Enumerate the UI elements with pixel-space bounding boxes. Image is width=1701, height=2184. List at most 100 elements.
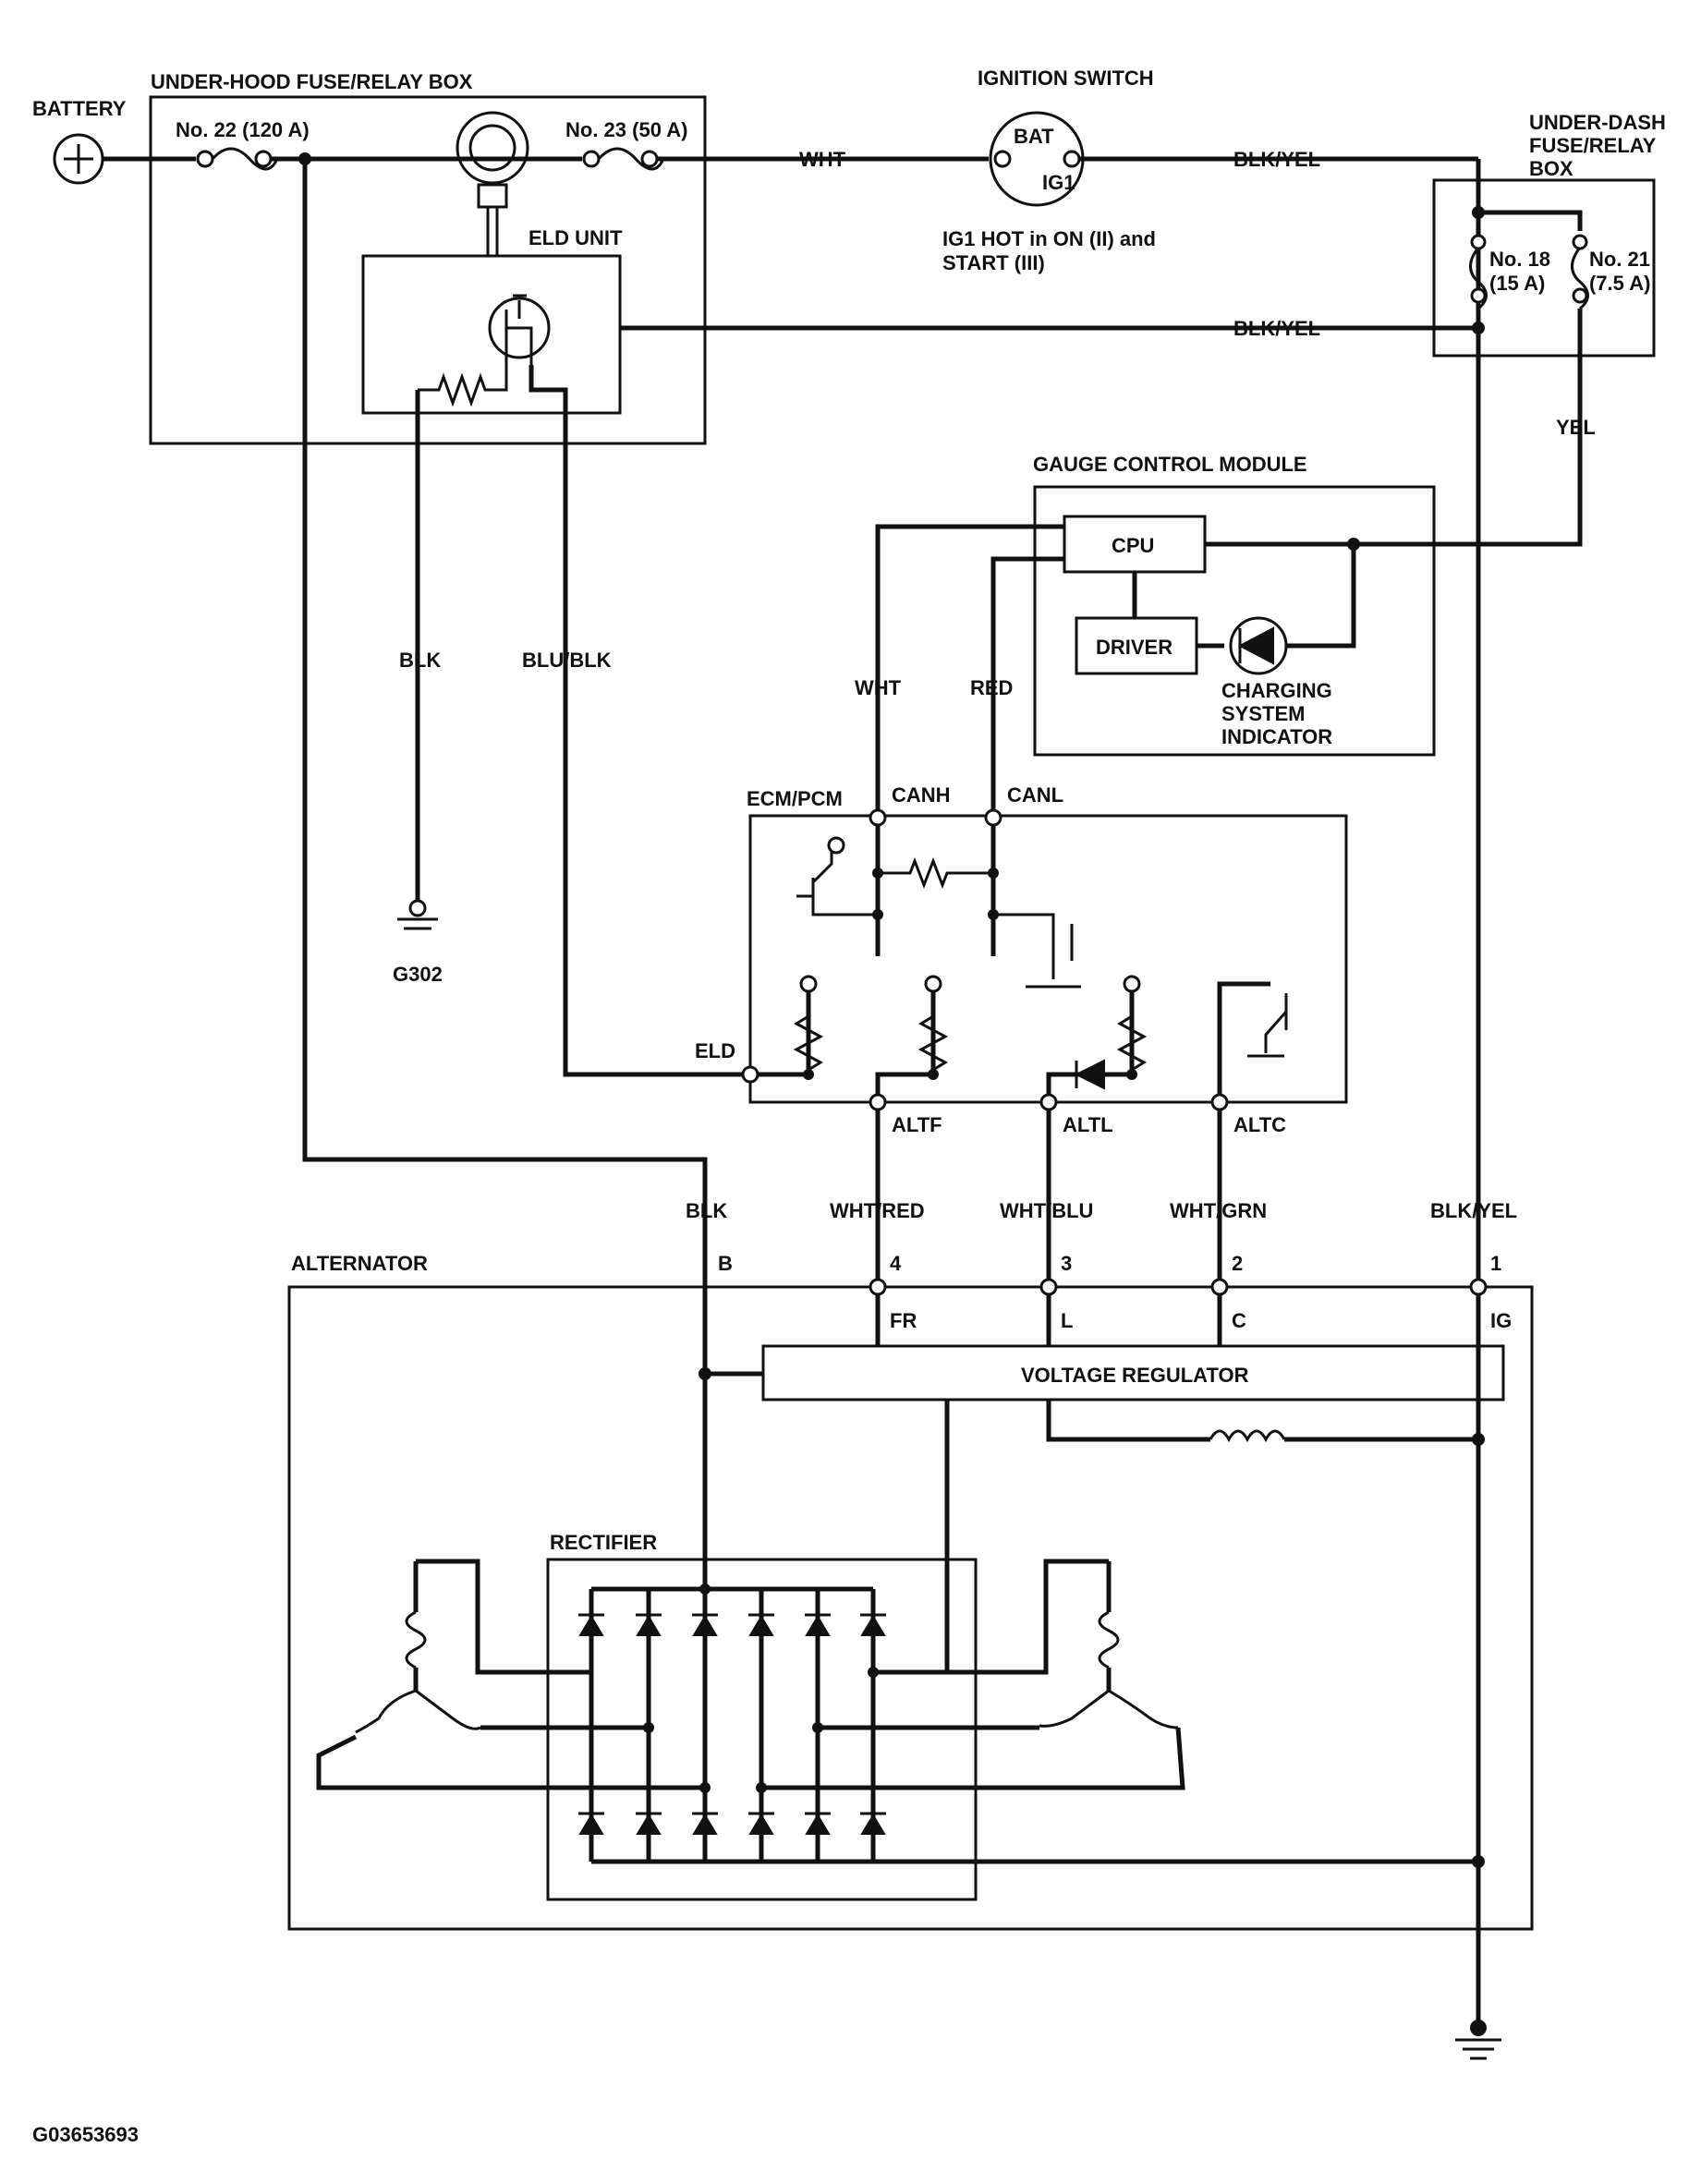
ig-field-junction <box>1472 1433 1485 1446</box>
voltage-regulator-label: VOLTAGE REGULATOR <box>1021 1364 1249 1387</box>
charging-label-3: INDICATOR <box>1221 725 1332 748</box>
altl-label: ALTL <box>1063 1113 1113 1136</box>
blk-ground-wire-label: BLK <box>399 649 441 672</box>
wht-can-wire <box>875 524 1064 813</box>
under-dash-label-3: BOX <box>1529 157 1573 180</box>
fuse-22-symbol <box>196 147 279 171</box>
field-wire <box>1046 1400 1210 1442</box>
canl-label: CANL <box>1007 783 1063 807</box>
fuse-21-symbol <box>1571 234 1589 310</box>
canh-terminal <box>869 808 887 827</box>
cpu-label: CPU <box>1112 534 1154 557</box>
altc-label: ALTC <box>1233 1113 1286 1136</box>
battery-symbol <box>53 133 104 185</box>
blk-alt-wire <box>302 159 708 1289</box>
ig1-note-line1: IG1 HOT in ON (II) and <box>942 227 1156 250</box>
fuse-18-symbol <box>1469 234 1488 310</box>
canh-label: CANH <box>892 783 951 807</box>
ecm-pcm-box <box>748 814 1348 1104</box>
charging-label-2: SYSTEM <box>1221 702 1305 725</box>
left-stator-winding <box>316 1559 705 1790</box>
yel-junction <box>1347 538 1360 551</box>
field-coil <box>1209 1429 1286 1443</box>
charging-indicator-led <box>1229 616 1288 675</box>
blk-yel-alt-label: BLK/YEL <box>1430 1199 1517 1222</box>
wht-can-label: WHT <box>855 676 902 699</box>
blu-blk-wire-label: BLU/BLK <box>522 649 612 672</box>
alternator-ground-symbol <box>1455 2020 1501 2060</box>
wht-grn-label: WHT/GRN <box>1170 1199 1267 1222</box>
term-2-label: 2 <box>1232 1252 1243 1275</box>
blk-yel-top-label: BLK/YEL <box>1233 148 1320 171</box>
ig1-label: IG1 <box>1042 171 1075 194</box>
ecm-eld-circuit <box>758 975 824 1080</box>
right-stator-winding <box>761 1559 1185 1790</box>
under-hood-box <box>149 95 707 445</box>
fuse-18-label-b: (15 A) <box>1489 272 1545 295</box>
alternator-label: ALTERNATOR <box>291 1252 428 1275</box>
gauge-control-module-box <box>1033 485 1436 757</box>
ig1-note-line2: START (III) <box>942 251 1045 274</box>
altc-terminal <box>1210 1093 1229 1111</box>
fr-label: FR <box>890 1309 917 1332</box>
alternator-box <box>287 1285 1534 1931</box>
bat-label: BAT <box>1014 125 1054 148</box>
ecm-canh-circuit <box>796 820 993 956</box>
indicator-supply-wire <box>1286 544 1356 649</box>
eld-internal-wire <box>529 365 568 413</box>
regulator-to-rectifier <box>873 1400 950 1675</box>
term-3-label: 3 <box>1061 1252 1072 1275</box>
ecm-pcm-label: ECM/PCM <box>747 787 843 810</box>
blu-blk-wire <box>563 413 744 1077</box>
fuse-23-label: No. 23 (50 A) <box>565 118 687 141</box>
terminal-3 <box>1039 1278 1058 1296</box>
fuse-bus-wire <box>1478 210 1583 231</box>
term-1-label: 1 <box>1490 1252 1501 1275</box>
driver-label: DRIVER <box>1096 636 1172 659</box>
gauge-module-label: GAUGE CONTROL MODULE <box>1033 453 1307 476</box>
terminal-2 <box>1210 1278 1229 1296</box>
terminal-4 <box>869 1278 887 1296</box>
eld-sense-ring <box>456 111 529 256</box>
altl-terminal <box>1039 1093 1058 1111</box>
c-label: C <box>1232 1309 1246 1332</box>
blk-yel-mid-label: BLK/YEL <box>1233 317 1320 340</box>
fuse-21-label-a: No. 21 <box>1589 248 1650 271</box>
term-b-label: B <box>718 1252 733 1275</box>
terminal-1 <box>1469 1278 1488 1296</box>
battery-label: BATTERY <box>32 97 127 120</box>
wht-wire-label: WHT <box>799 148 846 171</box>
blk-alt-label: BLK <box>686 1199 727 1222</box>
ig-label: IG <box>1490 1309 1512 1332</box>
charging-label-1: CHARGING <box>1221 679 1332 702</box>
red-can-label: RED <box>970 676 1013 699</box>
fuse-22-label: No. 22 (120 A) <box>176 118 310 141</box>
eld-label: ELD <box>695 1039 735 1062</box>
fuse-18-label-a: No. 18 <box>1489 248 1550 271</box>
fuse-23-symbol <box>582 147 665 171</box>
under-dash-label-1: UNDER-DASH <box>1529 111 1666 134</box>
rectifier-label: RECTIFIER <box>550 1531 657 1554</box>
under-dash-box <box>1432 178 1656 358</box>
g302-ground-symbol <box>397 899 438 930</box>
altf-terminal <box>869 1093 887 1111</box>
figure-id-label: G03653693 <box>32 2123 139 2146</box>
rectifier-bridge <box>578 1583 886 1862</box>
ecm-altf-circuit <box>875 975 949 1097</box>
ignition-switch-label: IGNITION SWITCH <box>978 67 1154 90</box>
eld-terminal <box>741 1065 759 1084</box>
wht-red-label: WHT/RED <box>830 1199 925 1222</box>
under-dash-label-2: FUSE/RELAY <box>1529 134 1657 157</box>
term-4-label: 4 <box>890 1252 902 1275</box>
fuse-21-label-b: (7.5 A) <box>1589 272 1650 295</box>
eld-resistor <box>418 349 508 407</box>
red-can-wire <box>990 556 1064 813</box>
yel-wire-label: YEL <box>1556 416 1596 439</box>
altf-label: ALTF <box>892 1113 942 1136</box>
canl-terminal <box>984 808 1002 827</box>
ecm-canl-circuit <box>988 820 1081 989</box>
g302-label: G302 <box>393 963 443 986</box>
yel-wire <box>1205 309 1583 547</box>
eld-transistor <box>488 294 551 365</box>
eld-unit-label: ELD UNIT <box>529 226 623 249</box>
